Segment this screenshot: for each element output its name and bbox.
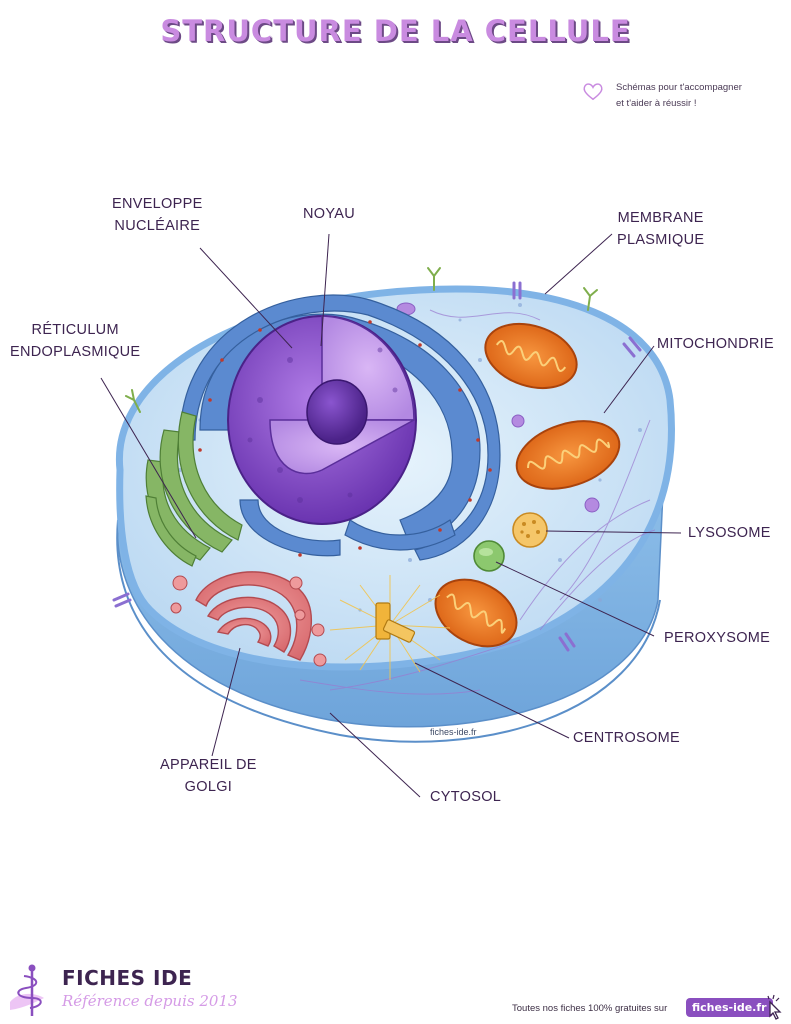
brand-name: FICHES IDE [62, 966, 193, 990]
membrane-proteins [112, 267, 642, 652]
nucleolus [306, 379, 368, 445]
label-enveloppe-line-2: NUCLÉAIRE [114, 218, 201, 234]
cell-bottom-edge [116, 519, 661, 743]
site-link[interactable]: fiches-ide.fr [686, 998, 773, 1017]
watermark: fiches-ide.fr [430, 727, 477, 737]
footer-brand: FICHES IDE Référence depuis 2013 [62, 966, 238, 1010]
reticulum-rough [179, 294, 501, 561]
lysosome [512, 512, 548, 548]
label-reticulum-line-2: ENDOPLASMIQUE [10, 344, 141, 360]
page-title: STRUCTURE DE LA CELLULE [160, 14, 631, 48]
mitochondrion-1 [484, 322, 578, 390]
reticulum-smooth [145, 411, 243, 567]
brand-tagline: Référence depuis 2013 [62, 992, 238, 1010]
mitochondrion-2 [515, 420, 621, 490]
label-golgi-line-2: GOLGI [184, 779, 233, 795]
caduceus-logo-icon [10, 964, 44, 1016]
tagline-line-1: Schémas pour t'accompagner [616, 82, 742, 93]
label-lysosome: LYSOSOME [688, 525, 771, 541]
peroxysome [473, 540, 505, 572]
tagline-line-2: et t'aider à réussir ! [616, 98, 697, 109]
label-membrane-plasmique: MEMBRANE PLASMIQUE [617, 207, 704, 251]
mitochondrion-3 [434, 578, 518, 648]
label-membrane-line-1: MEMBRANE [617, 210, 704, 226]
cytoskeleton [299, 309, 656, 695]
label-centrosome: CENTROSOME [573, 730, 680, 746]
label-membrane-line-2: PLASMIQUE [617, 232, 705, 248]
label-enveloppe-line-1: ENVELOPPE [112, 196, 203, 212]
label-reticulum-endoplasmique: RÉTICULUM ENDOPLASMIQUE [10, 319, 140, 363]
nucleus [227, 315, 417, 525]
label-noyau: NOYAU [303, 206, 355, 222]
label-mitochondrie: MITOCHONDRIE [657, 336, 774, 352]
cursor-pointer-icon [767, 994, 782, 1020]
footer-note: Toutes nos fiches 100% gratuites sur [512, 1003, 668, 1014]
label-appareil-de-golgi: APPAREIL DE GOLGI [160, 754, 257, 798]
mitochondria [434, 322, 621, 648]
leader-lines [100, 233, 682, 798]
label-reticulum-line-1: RÉTICULUM [31, 322, 119, 338]
heart-icon [583, 83, 603, 101]
label-cytosol: CYTOSOL [430, 789, 502, 805]
label-peroxysome: PEROXYSOME [664, 630, 771, 646]
label-enveloppe-nucleaire: ENVELOPPE NUCLÉAIRE [112, 193, 203, 237]
golgi-vesicles [170, 575, 327, 667]
tagline: Schémas pour t'accompagner et t'aider à … [616, 80, 786, 112]
centrosome [329, 575, 451, 680]
label-golgi-line-1: APPAREIL DE [160, 757, 257, 773]
golgi-apparatus [195, 571, 312, 661]
